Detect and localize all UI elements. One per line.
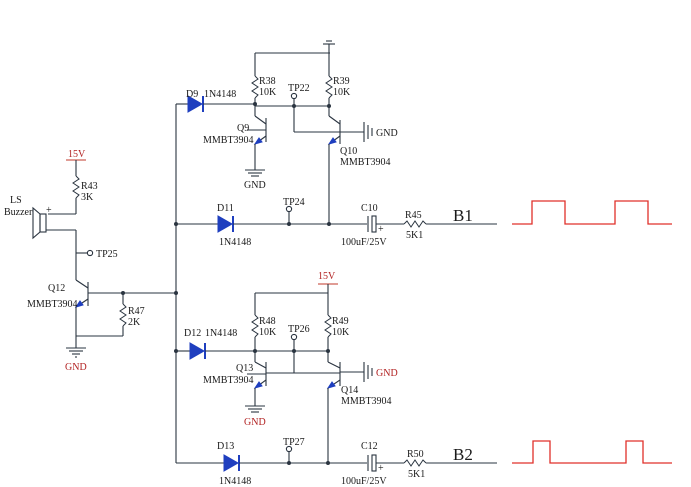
ground-symbol-q9 xyxy=(245,169,265,177)
ground-symbol-left xyxy=(66,347,86,358)
r48-resistor xyxy=(251,314,259,338)
tp25-testpoint xyxy=(86,249,94,257)
q14-part: MMBT3904 xyxy=(341,396,392,407)
v15-label-left: 15V xyxy=(68,149,86,160)
tp27-label: TP27 xyxy=(283,437,305,448)
d13-label: D13 xyxy=(217,441,234,452)
channel-b2: 15V D12 1N4148 R48 10K Q13 MMBT3904 GND xyxy=(176,271,672,487)
gnd-q13-label: GND xyxy=(244,417,266,428)
tp22-testpoint xyxy=(290,92,298,100)
tp24-testpoint xyxy=(285,205,293,213)
q10-part: MMBT3904 xyxy=(340,157,391,168)
c12-label: C12 xyxy=(361,441,378,452)
tp22-label: TP22 xyxy=(288,83,310,94)
ground-symbol-q13 xyxy=(245,405,265,413)
q13-label: Q13 xyxy=(236,363,253,374)
ls-label: LS xyxy=(10,195,22,206)
c10-value: 100uF/25V xyxy=(341,237,387,248)
r39-label: R39 xyxy=(333,76,350,87)
buzzer-plus: + xyxy=(46,205,52,216)
r48-label: R48 xyxy=(259,316,276,327)
r48-value: 10K xyxy=(259,327,277,338)
r39-value: 10K xyxy=(333,87,351,98)
channel-b1: D9 1N4148 R38 10K Q9 MMBT3904 GND R39 10… xyxy=(176,40,672,248)
r39-resistor xyxy=(325,75,333,99)
tp25-label: TP25 xyxy=(96,249,118,260)
buzzer-label: Buzzer xyxy=(4,207,33,218)
r47-value: 2K xyxy=(128,317,141,328)
buzzer-driver-section: 15V R43 3K LS Buzzer + TP25 Q12 MMBT3904 xyxy=(4,149,178,373)
c12-plus: + xyxy=(378,463,384,474)
r43-value: 3K xyxy=(81,192,94,203)
b1-waveform xyxy=(512,200,672,225)
d9-diode xyxy=(187,95,204,113)
gnd-q10-label: GND xyxy=(376,128,398,139)
q12-emitter-arrow xyxy=(74,300,84,308)
d9-label: D9 xyxy=(186,89,198,100)
r49-label: R49 xyxy=(332,316,349,327)
b1-label: B1 xyxy=(453,206,473,225)
gnd-q14-label: GND xyxy=(376,368,398,379)
r38-resistor xyxy=(251,75,259,99)
tp26-label: TP26 xyxy=(288,324,310,335)
buzzer-horn xyxy=(32,206,41,240)
b2-waveform xyxy=(512,440,672,464)
d11-part: 1N4148 xyxy=(219,237,251,248)
c10-label: C10 xyxy=(361,203,378,214)
d11-label: D11 xyxy=(217,203,234,214)
v15-label-mid: 15V xyxy=(318,271,336,282)
r47-label: R47 xyxy=(128,306,145,317)
tp24-label: TP24 xyxy=(283,197,305,208)
d9-part: 1N4148 xyxy=(204,89,236,100)
c10-plus: + xyxy=(378,224,384,235)
r50-label: R50 xyxy=(407,449,424,460)
r43-resistor xyxy=(72,175,80,199)
gnd-q9-label: GND xyxy=(244,180,266,191)
r43-label: R43 xyxy=(81,181,98,192)
q12-label: Q12 xyxy=(48,283,65,294)
buzzer-body xyxy=(39,213,47,233)
r38-label: R38 xyxy=(259,76,276,87)
r45-resistor xyxy=(403,220,427,228)
q9-label: Q9 xyxy=(237,123,249,134)
q14-label: Q14 xyxy=(341,385,358,396)
r47-resistor xyxy=(119,303,127,327)
d12-label: D12 xyxy=(184,328,201,339)
d11-diode xyxy=(217,215,234,233)
d13-part: 1N4148 xyxy=(219,476,251,487)
q10-label: Q10 xyxy=(340,146,357,157)
tp27-testpoint xyxy=(285,445,293,453)
d12-part: 1N4148 xyxy=(205,328,237,339)
r45-label: R45 xyxy=(405,210,422,221)
q12-part: MMBT3904 xyxy=(27,299,78,310)
r50-resistor xyxy=(403,459,427,467)
r49-value: 10K xyxy=(332,327,350,338)
r49-resistor xyxy=(324,314,332,338)
q9-part: MMBT3904 xyxy=(203,135,254,146)
r50-value: 5K1 xyxy=(408,469,425,480)
q13-part: MMBT3904 xyxy=(203,375,254,386)
d12-diode xyxy=(189,342,206,360)
tp26-testpoint xyxy=(290,333,298,341)
c12-value: 100uF/25V xyxy=(341,476,387,487)
d13-diode xyxy=(223,454,240,472)
gnd-left-label: GND xyxy=(65,362,87,373)
b2-label: B2 xyxy=(453,445,473,464)
r45-value: 5K1 xyxy=(406,230,423,241)
r38-value: 10K xyxy=(259,87,277,98)
